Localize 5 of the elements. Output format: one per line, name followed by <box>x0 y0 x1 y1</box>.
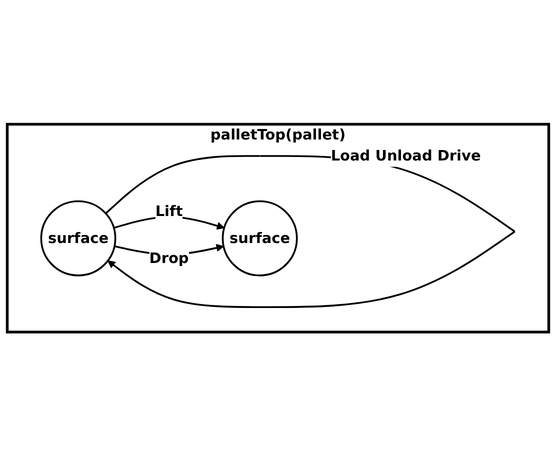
node-circle: surface <box>222 200 298 277</box>
node-circle: surface <box>40 200 116 277</box>
edge-label: Lift <box>155 202 183 220</box>
edge-label: Drop <box>149 250 189 267</box>
edge-label: Load Unload Drive <box>330 147 481 164</box>
